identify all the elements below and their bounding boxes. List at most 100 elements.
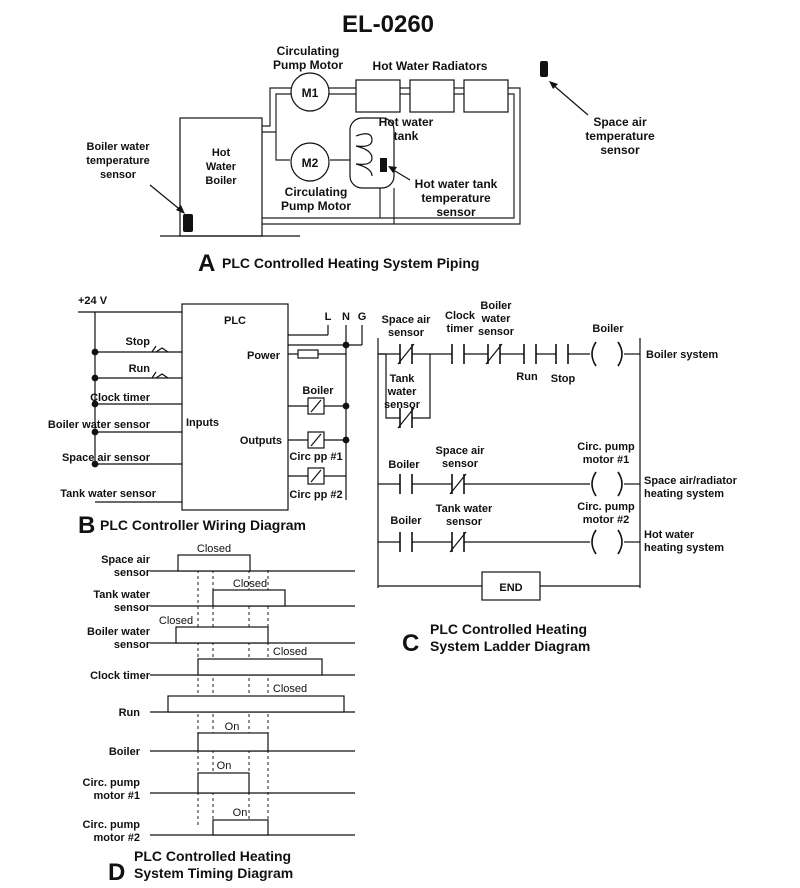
line-n-label: N	[342, 311, 350, 323]
rung1-branch	[378, 353, 431, 419]
motor-m1	[290, 72, 330, 112]
ladder-boiler-water-sensor-label-1: Boiler	[480, 300, 512, 312]
rung3-output-label-1: Hot water	[644, 529, 695, 541]
ladder-space-air-sensor-label-2: sensor	[388, 327, 425, 339]
section-a-piping: Hot Water Boiler Boiler water temperatur…	[86, 44, 655, 277]
rung2-space-air-contact	[449, 473, 467, 495]
signal-clock-timer-pulse	[197, 658, 323, 676]
rung1-clock-timer-contact	[451, 344, 465, 364]
line-g-label: G	[358, 311, 367, 323]
rung2-circ1-coil	[591, 471, 623, 497]
ladder-tank-water-sensor-label-1: Tank	[390, 373, 416, 385]
section-a-letter: A	[198, 250, 215, 277]
hot-water-boiler-label-1: Hot	[212, 147, 231, 159]
boiler-water-temp-sensor-label-1: Boiler water	[87, 141, 151, 153]
circ-pump-bottom-label-1: Circulating	[285, 185, 348, 199]
tank-heating-coil	[355, 133, 373, 177]
ladder-clock-timer-label-2: timer	[447, 323, 475, 335]
signal-boiler-water-state: Closed	[159, 615, 193, 627]
plc-label: PLC	[224, 315, 246, 327]
signal-tank-water-pulse	[212, 589, 286, 607]
space-air-temp-sensor-label-1: Space air	[593, 115, 647, 129]
rung2-space-air-label-2: sensor	[442, 458, 479, 470]
end-label: END	[499, 582, 522, 594]
signal-circ1-state: On	[217, 760, 232, 772]
ladder-stop-label: Stop	[551, 373, 576, 385]
tank-temp-sensor-label-2: temperature	[421, 191, 491, 205]
signal-space-air-pulse	[177, 554, 251, 572]
rung1-stop-contact	[555, 344, 569, 364]
ladder-boiler-water-sensor-label-2: water	[481, 313, 511, 325]
signal-circ1-pulse	[197, 772, 250, 794]
signal-run-pulse	[167, 695, 345, 713]
node-n-top	[342, 341, 350, 349]
signal-boiler-water-pulse	[175, 626, 269, 644]
section-b-caption: PLC Controller Wiring Diagram	[100, 517, 306, 533]
rung3-coil-label-2: motor #2	[583, 514, 629, 526]
signal-space-air-label-1: Space air	[101, 554, 151, 566]
tank-sensor-icon	[380, 158, 387, 172]
output-circ2-relay-slash	[310, 469, 322, 483]
motor-m2	[290, 142, 330, 182]
rung3-boiler-label: Boiler	[390, 515, 422, 527]
signal-circ2-label-2: motor #2	[94, 832, 140, 844]
ladder-tank-water-sensor-label-2: water	[387, 386, 417, 398]
section-a-caption: PLC Controlled Heating System Piping	[222, 255, 479, 271]
signal-circ2-pulse	[212, 819, 269, 836]
output-boiler-relay-slash	[310, 399, 322, 413]
circ-pump-top-label-2: Pump Motor	[273, 58, 343, 72]
section-b-wiring: +24 V PLC Power Inputs Outputs Stop Run …	[48, 295, 366, 539]
section-d-timing: Closed Space air sensor Closed Tank wate…	[83, 543, 355, 886]
supply-label: +24 V	[78, 295, 108, 307]
section-d-letter: D	[108, 859, 125, 886]
rung3-coil-label-1: Circ. pump	[577, 501, 635, 513]
rung2-output-label-2: heating system	[644, 488, 724, 500]
plc-box	[181, 303, 289, 511]
section-c-caption-1: PLC Controlled Heating	[430, 621, 587, 637]
signal-boiler-water-label-2: sensor	[114, 639, 151, 651]
rung1-boiler-water-contact	[485, 343, 503, 365]
section-d-caption-1: PLC Controlled Heating	[134, 848, 291, 864]
line-l-label: L	[325, 311, 332, 323]
signal-space-air-label-2: sensor	[114, 567, 151, 579]
input-stop-label: Stop	[126, 336, 151, 348]
hot-water-radiators-label: Hot Water Radiators	[373, 59, 488, 73]
boiler-sensor-arrow-line	[149, 184, 184, 213]
section-c-ladder: Space air sensor Clock timer Boiler wate…	[377, 300, 738, 657]
signal-run-state: Closed	[273, 683, 307, 695]
rung2-space-air-label-1: Space air	[436, 445, 486, 457]
hot-water-boiler-label-2: Water	[206, 161, 237, 173]
radiator-3	[463, 79, 509, 113]
tank-temp-sensor-label-1: Hot water tank	[415, 177, 498, 191]
input-space-air-sensor-label: Space air sensor	[62, 452, 151, 464]
ladder-space-air-sensor-label-1: Space air	[382, 314, 432, 326]
ladder-boiler-coil-label: Boiler	[592, 323, 624, 335]
signal-space-air-state: Closed	[197, 543, 231, 555]
rung1-space-air-contact	[397, 343, 415, 365]
input-clock-timer-label: Clock timer	[90, 392, 151, 404]
hot-water-tank-label-1: Hot water	[379, 115, 434, 129]
signal-boiler-pulse	[197, 732, 269, 752]
rung1-tank-water-contact	[397, 407, 415, 429]
outputs-label: Outputs	[240, 435, 282, 447]
hot-water-boiler-label-3: Boiler	[205, 175, 237, 187]
ladder-boiler-water-sensor-label-3: sensor	[478, 326, 515, 338]
rung3-tank-water-label-2: sensor	[446, 516, 483, 528]
rung2-coil-label-1: Circ. pump	[577, 441, 635, 453]
input-tank-water-sensor-label: Tank water sensor	[60, 488, 156, 500]
signal-tank-water-label-2: sensor	[114, 602, 151, 614]
boiler-water-temp-sensor-label-3: sensor	[100, 169, 137, 181]
rung3-tank-water-contact	[449, 531, 467, 553]
motor-m2-label: M2	[302, 156, 319, 170]
rung1-boiler-coil	[591, 341, 623, 367]
rung3-output-label-2: heating system	[644, 542, 724, 554]
tank-temp-sensor-label-3: sensor	[436, 205, 476, 219]
signal-circ2-label-1: Circ. pump	[83, 819, 141, 831]
rung2-output-label-1: Space air/radiator	[644, 475, 738, 487]
signal-circ1-label-1: Circ. pump	[83, 777, 141, 789]
rung2-boiler-contact	[399, 474, 413, 494]
signal-boiler-water-label-1: Boiler water	[87, 626, 151, 638]
rung3-circ2-coil	[591, 529, 623, 555]
